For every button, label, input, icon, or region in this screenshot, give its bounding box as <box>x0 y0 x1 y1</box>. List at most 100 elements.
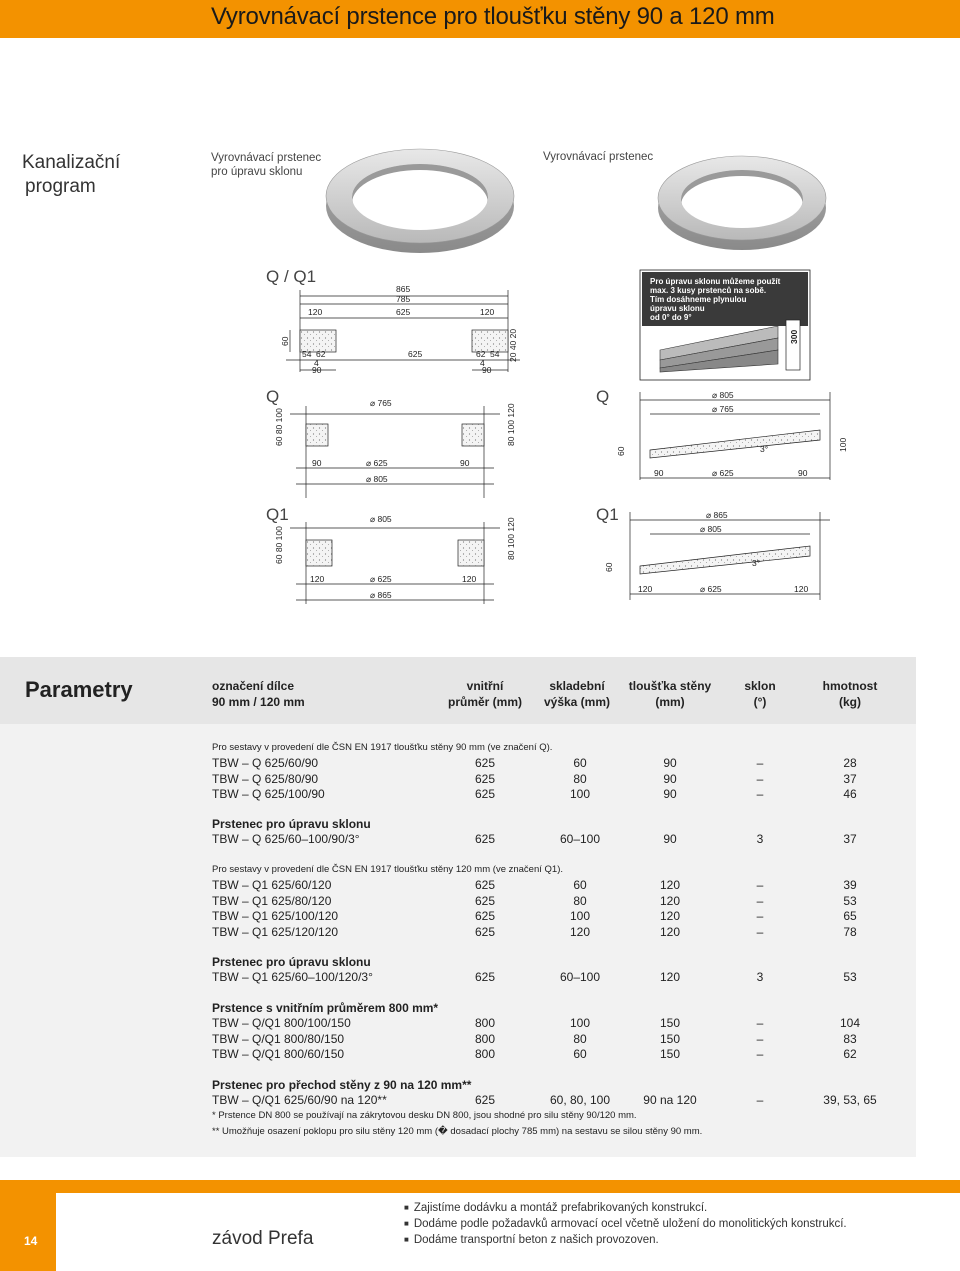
cell-slope: – <box>756 924 764 939</box>
cell-wall-thickness: 90 <box>663 787 677 801</box>
cell-weight: 83 <box>843 1031 857 1046</box>
dim-4-left: 4 <box>314 358 319 368</box>
dim-q-heights-right: 80 100 120 <box>506 403 516 446</box>
footer-bullet: Dodáme transportní beton z našich provoz… <box>404 1232 847 1248</box>
dim-300: 300 <box>789 330 799 344</box>
cell-inner-diameter: 800 <box>474 1016 496 1030</box>
dim-qs-90-right: 90 <box>798 468 808 478</box>
cell-inner-diameter: 800 <box>474 1031 496 1046</box>
note-q1: Pro sestavy v provedení dle ČSN EN 1917 … <box>212 864 564 875</box>
cell-inner-diameter: 625 <box>474 924 496 939</box>
cell-slope: 3 <box>756 832 764 846</box>
cell-inner-diameter: 625 <box>474 909 496 923</box>
footnote-1: * Prstence DN 800 se používají na zákryt… <box>212 1110 637 1121</box>
cell-product-code: TBW – Q1 625/60/120 <box>212 878 332 892</box>
dim-q1s-120-right: 120 <box>794 584 808 594</box>
header-diameter: vnitřní průměr (mm) <box>440 678 530 710</box>
cell-weight: 37 <box>843 832 857 846</box>
dim-qs-phi765: ⌀ 765 <box>712 404 734 414</box>
cell-slope: – <box>756 878 764 892</box>
svg-text:Pro úpravu sklonu můžeme použí: Pro úpravu sklonu můžeme použít max. 3 k… <box>650 277 782 322</box>
header-height-line1: skladební <box>549 679 605 693</box>
cell-product-code: TBW – Q/Q1 800/60/150 <box>212 1047 345 1061</box>
note-q: Pro sestavy v provedení dle ČSN EN 1917 … <box>212 742 553 753</box>
cell-slope: – <box>756 909 764 923</box>
caption-slope-ring-line1: Vyrovnávací prstenec <box>211 152 322 164</box>
header-name-line1: označení dílce <box>212 679 295 693</box>
cell-product-code: TBW – Q 625/60/90 <box>212 756 319 770</box>
header-slope: sklon (°) <box>715 678 805 710</box>
dim-q1-120-right: 120 <box>462 574 476 584</box>
title-bar: Vyrovnávací prstence pro tloušťku stěny … <box>0 0 960 38</box>
header-wall-line1: tloušťka stěny <box>628 679 712 693</box>
dim-q1s-120-left: 120 <box>638 584 652 594</box>
footer-bullets: Zajistíme dodávku a montáž prefabrikovan… <box>404 1200 847 1248</box>
dim-q1-120-left: 120 <box>310 574 324 584</box>
params-header-bar <box>0 657 916 724</box>
cell-height: 60 <box>573 756 587 770</box>
cell-weight: 39, 53, 65 <box>823 1093 877 1107</box>
caption-slope-ring: Vyrovnávací prstenec pro úpravu sklonu <box>211 151 321 179</box>
dim-q1s-3deg: 3° <box>752 558 760 568</box>
brand-name: závod Prefa <box>212 1228 314 1249</box>
dim-q1s-phi865: ⌀ 865 <box>706 510 728 520</box>
cell-wall-thickness: 90 <box>663 832 677 846</box>
dim-90-left: 90 <box>312 365 322 375</box>
cell-height: 100 <box>569 787 591 801</box>
params-title: Parametry <box>25 677 133 702</box>
dim-phi625: ⌀ 625 <box>366 458 388 468</box>
dim-q1-phi865: ⌀ 865 <box>370 590 392 600</box>
note-line-4: úpravu sklonu <box>650 304 705 313</box>
label-q-q1: Q / Q1 <box>266 267 316 286</box>
cell-product-code: TBW – Q1 625/100/120 <box>212 909 339 923</box>
section-label-line2: program <box>25 176 96 197</box>
header-weight-line2: (kg) <box>839 695 861 709</box>
label-q1-slope: Q1 <box>596 505 619 524</box>
ring-image <box>657 155 827 250</box>
cell-wall-thickness: 120 <box>659 878 681 892</box>
section-q-q1: Q / Q1 865 785 625 120 120 625 54 62 62 … <box>266 267 520 375</box>
dim-54-right: 54 <box>490 349 500 359</box>
cell-slope: – <box>756 1031 764 1046</box>
dim-q-heights: 60 80 100 <box>274 408 284 446</box>
label-q-slope: Q <box>596 387 609 406</box>
dim-q-90-right: 90 <box>460 458 470 468</box>
slope-ring-image <box>325 148 515 253</box>
subhead-transition: Prstenec pro přechod stěny z 90 na 120 m… <box>212 1078 472 1092</box>
cell-inner-diameter: 625 <box>474 832 496 846</box>
dim-qs-60: 60 <box>616 446 626 456</box>
dim-q-90-left: 90 <box>312 458 322 468</box>
note-line-1: Pro úpravu sklonu můžeme použít <box>650 277 781 286</box>
header-slope-line1: sklon <box>744 679 776 693</box>
dim-q1s-phi805: ⌀ 805 <box>700 524 722 534</box>
cell-wall-thickness: 90 <box>663 756 677 770</box>
header-wall-line2: (mm) <box>655 695 685 709</box>
dim-qs-phi625: ⌀ 625 <box>712 468 734 478</box>
cell-wall-thickness: 120 <box>659 970 681 984</box>
footnote-2: ** Umožňuje osazení poklopu pro silu stě… <box>212 1126 703 1137</box>
dim-qs-90-left: 90 <box>654 468 664 478</box>
dim-q1s-phi625: ⌀ 625 <box>700 584 722 594</box>
cell-inner-diameter: 625 <box>474 893 496 908</box>
header-weight-line1: hmotnost <box>822 679 878 693</box>
cell-height: 80 <box>573 1031 587 1046</box>
cell-weight: 104 <box>839 1016 861 1030</box>
cell-slope: – <box>756 787 764 801</box>
cell-weight: 62 <box>843 1047 857 1061</box>
cell-weight: 37 <box>843 771 857 786</box>
cell-weight: 53 <box>843 970 857 984</box>
cell-wall-thickness: 90 <box>663 771 677 786</box>
cell-wall-thickness: 120 <box>659 893 681 908</box>
dim-phi805: ⌀ 805 <box>366 474 388 484</box>
cell-height: 60–100 <box>559 832 601 846</box>
subhead-slope-q1: Prstenec pro úpravu sklonu <box>212 955 371 969</box>
dim-785: 785 <box>396 294 410 304</box>
cell-product-code: TBW – Q1 625/120/120 <box>212 924 339 939</box>
dim-qs-3deg: 3° <box>760 444 768 454</box>
note-line-2: max. 3 kusy prstenců na sobě. <box>650 286 766 295</box>
